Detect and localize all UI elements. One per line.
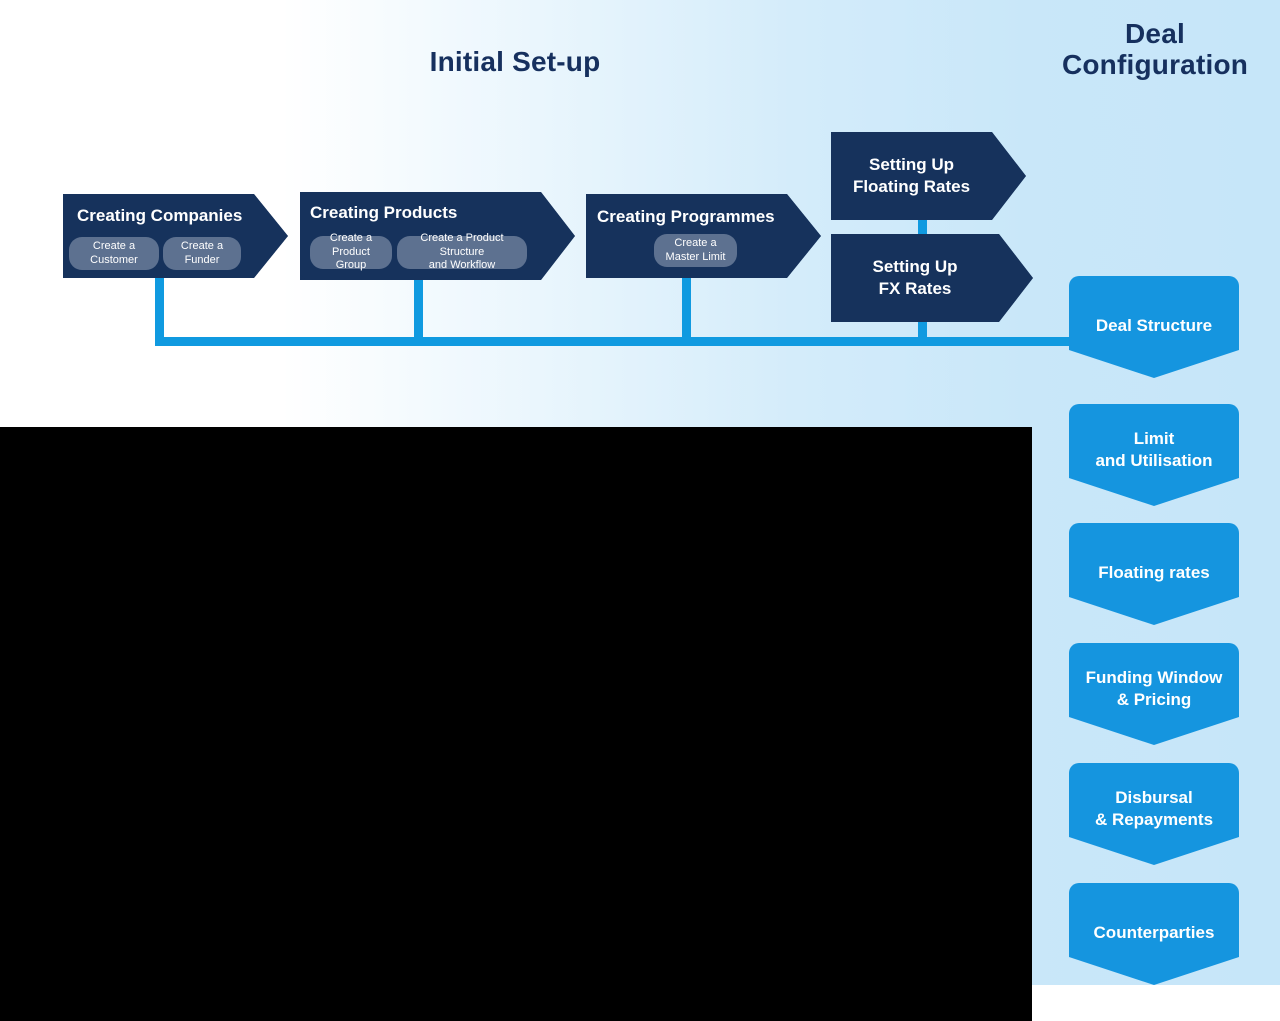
substep-create-a-product-structure-and-workflow[interactable]: Create a Product Structure and Workflow xyxy=(397,236,527,269)
stage-label-line1: Setting Up xyxy=(872,257,958,276)
substep-line2: Product Group xyxy=(332,245,370,272)
section-title-initial-setup: Initial Set-up xyxy=(429,46,601,77)
connector-horizontal-bus xyxy=(155,337,1090,346)
substep-line2: and Workflow xyxy=(428,259,496,272)
substep-text: Create a Customer xyxy=(90,240,138,267)
substep-line2: Master Limit xyxy=(665,250,726,263)
deal-card-label: Floating rates xyxy=(1069,562,1239,584)
stage-label: Creating Companies xyxy=(77,206,243,225)
deal-card-line1: Counterparties xyxy=(1093,923,1215,942)
deal-card-line1: Deal Structure xyxy=(1095,316,1213,335)
stage-creating-products[interactable]: Creating Products Create a Product Group… xyxy=(300,192,575,280)
stage-body xyxy=(831,234,1033,322)
substep-text: Create a Funder xyxy=(181,240,223,267)
deal-card-line1: Disbursal xyxy=(1115,788,1193,807)
substep-line1: Create a xyxy=(329,232,373,245)
deal-card-line2: & Repayments xyxy=(1094,810,1214,830)
stage-body xyxy=(831,132,1026,220)
substep-create-a-customer[interactable]: Create a Customer xyxy=(69,237,159,270)
deal-title-line2: Configuration xyxy=(1061,49,1249,81)
substep-line1: Create a xyxy=(92,240,136,253)
deal-card-label: Deal Structure xyxy=(1069,315,1239,337)
stage-label: Creating Products xyxy=(310,203,458,222)
stage-label: Creating Programmes xyxy=(597,207,775,226)
deal-title-line1: Deal xyxy=(1125,18,1185,49)
black-overlay-region xyxy=(0,427,1032,1021)
deal-card-line2: and Utilisation xyxy=(1095,451,1213,471)
substep-create-a-funder[interactable]: Create a Funder xyxy=(163,237,241,270)
substep-line1: Create a Product Structure xyxy=(420,232,504,258)
deal-card-label: Funding Window & Pricing xyxy=(1069,667,1239,711)
stage-creating-programmes[interactable]: Creating Programmes Create a Master Limi… xyxy=(586,194,821,278)
stage-label: Setting Up Floating Rates xyxy=(831,154,992,198)
stage-setting-up-fx-rates[interactable]: Setting Up FX Rates xyxy=(831,234,1033,322)
substep-text: Create a Product Group xyxy=(316,232,386,272)
stage-label-line2: FX Rates xyxy=(878,278,952,298)
connector-vertical-products xyxy=(414,278,423,340)
stage-label-line2: Floating Rates xyxy=(852,176,971,196)
substep-line1: Create a xyxy=(180,240,224,253)
deal-card-label: Counterparties xyxy=(1069,922,1239,944)
substep-create-a-product-group[interactable]: Create a Product Group xyxy=(310,236,392,269)
stage-label: Setting Up FX Rates xyxy=(831,256,999,300)
substep-line2: Funder xyxy=(184,253,220,266)
connector-vertical-companies xyxy=(155,278,164,340)
substep-line2: Customer xyxy=(90,253,138,266)
deal-card-label: Limit and Utilisation xyxy=(1069,428,1239,472)
substep-text: Create a Master Limit xyxy=(666,237,726,264)
substep-line1: Create a xyxy=(674,237,717,250)
deal-card-line2: & Pricing xyxy=(1116,690,1192,710)
deal-card-label: Disbursal & Repayments xyxy=(1069,787,1239,831)
connector-vertical-programmes xyxy=(682,278,691,340)
stage-creating-companies[interactable]: Creating Companies Create a Customer Cre… xyxy=(63,194,288,278)
deal-card-line1: Funding Window xyxy=(1085,668,1223,687)
stage-label-line1: Setting Up xyxy=(869,155,954,174)
substep-text: Create a Product Structure and Workflow xyxy=(403,232,521,272)
deal-card-line1: Floating rates xyxy=(1098,563,1210,582)
substep-create-a-master-limit[interactable]: Create a Master Limit xyxy=(654,234,737,267)
deal-card-line1: Limit xyxy=(1133,429,1175,448)
stage-setting-up-floating-rates[interactable]: Setting Up Floating Rates xyxy=(831,132,1026,220)
connector-vertical-fx-rates xyxy=(918,318,927,342)
